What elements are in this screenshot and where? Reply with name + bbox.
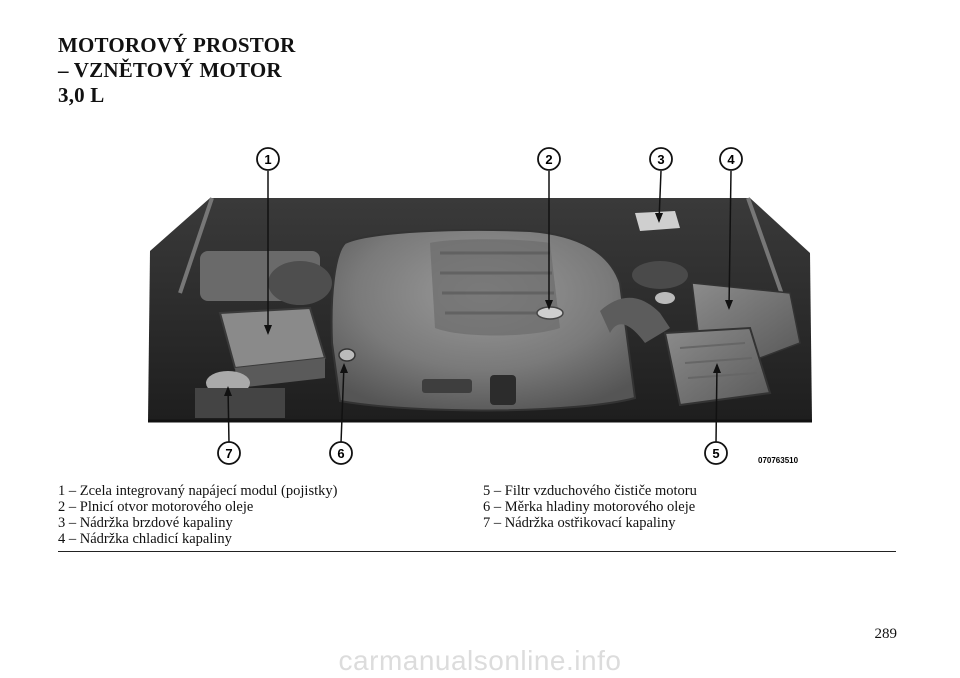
callout-6-label: 6 [337,446,344,461]
legend-item-4: 4 – Nádržka chladicí kapaliny [58,531,232,547]
callout-1-label: 1 [264,152,271,167]
legend-left: 1 – Zcela integrovaný napájecí modul (po… [58,483,337,547]
title-line-3: 3,0 L [58,83,105,107]
figure-image-code: 070763510 [758,456,799,465]
legend-right: 5 – Filtr vzduchového čističe motoru 6 –… [483,483,697,531]
callout-3: 3 [649,147,673,171]
legend-item-2: 2 – Plnicí otvor motorového oleje [58,499,254,515]
engine-photo [148,197,812,423]
callout-1: 1 [256,147,280,171]
callout-3-label: 3 [657,152,664,167]
title-line-2: – VZNĚTOVÝ MOTOR [58,58,282,82]
callout-2: 2 [537,147,561,171]
legend-item-1: 1 – Zcela integrovaný napájecí modul (po… [58,483,338,499]
page-number: 289 [874,626,898,642]
legend-item-3: 3 – Nádržka brzdové kapaliny [58,515,233,531]
callout-7-label: 7 [225,446,232,461]
callout-2-label: 2 [545,152,552,167]
callout-arrowheads [224,213,733,396]
legend-item-6: 6 – Měrka hladiny motorového oleje [483,499,696,515]
legend-divider [58,551,896,552]
callout-5: 5 [704,441,728,465]
callout-4: 4 [719,147,743,171]
site-watermark: carmanualsonline.info [338,645,622,676]
callout-4-label: 4 [727,152,735,167]
engine-illustration: 1 2 3 4 5 6 7 070763510 [148,147,812,465]
page-title: MOTOROVÝ PROSTOR – VZNĚTOVÝ MOTOR 3,0 L [58,33,296,108]
callout-7: 7 [217,441,241,465]
title-line-1: MOTOROVÝ PROSTOR [58,33,296,57]
callout-5-label: 5 [712,446,719,461]
legend-item-7: 7 – Nádržka ostřikovací kapaliny [483,515,676,531]
legend-item-5: 5 – Filtr vzduchového čističe motoru [483,483,697,499]
callout-6: 6 [329,441,353,465]
engine-compartment-figure: 1 2 3 4 5 6 7 070763510 [140,143,820,468]
callout-leaders [227,170,732,444]
